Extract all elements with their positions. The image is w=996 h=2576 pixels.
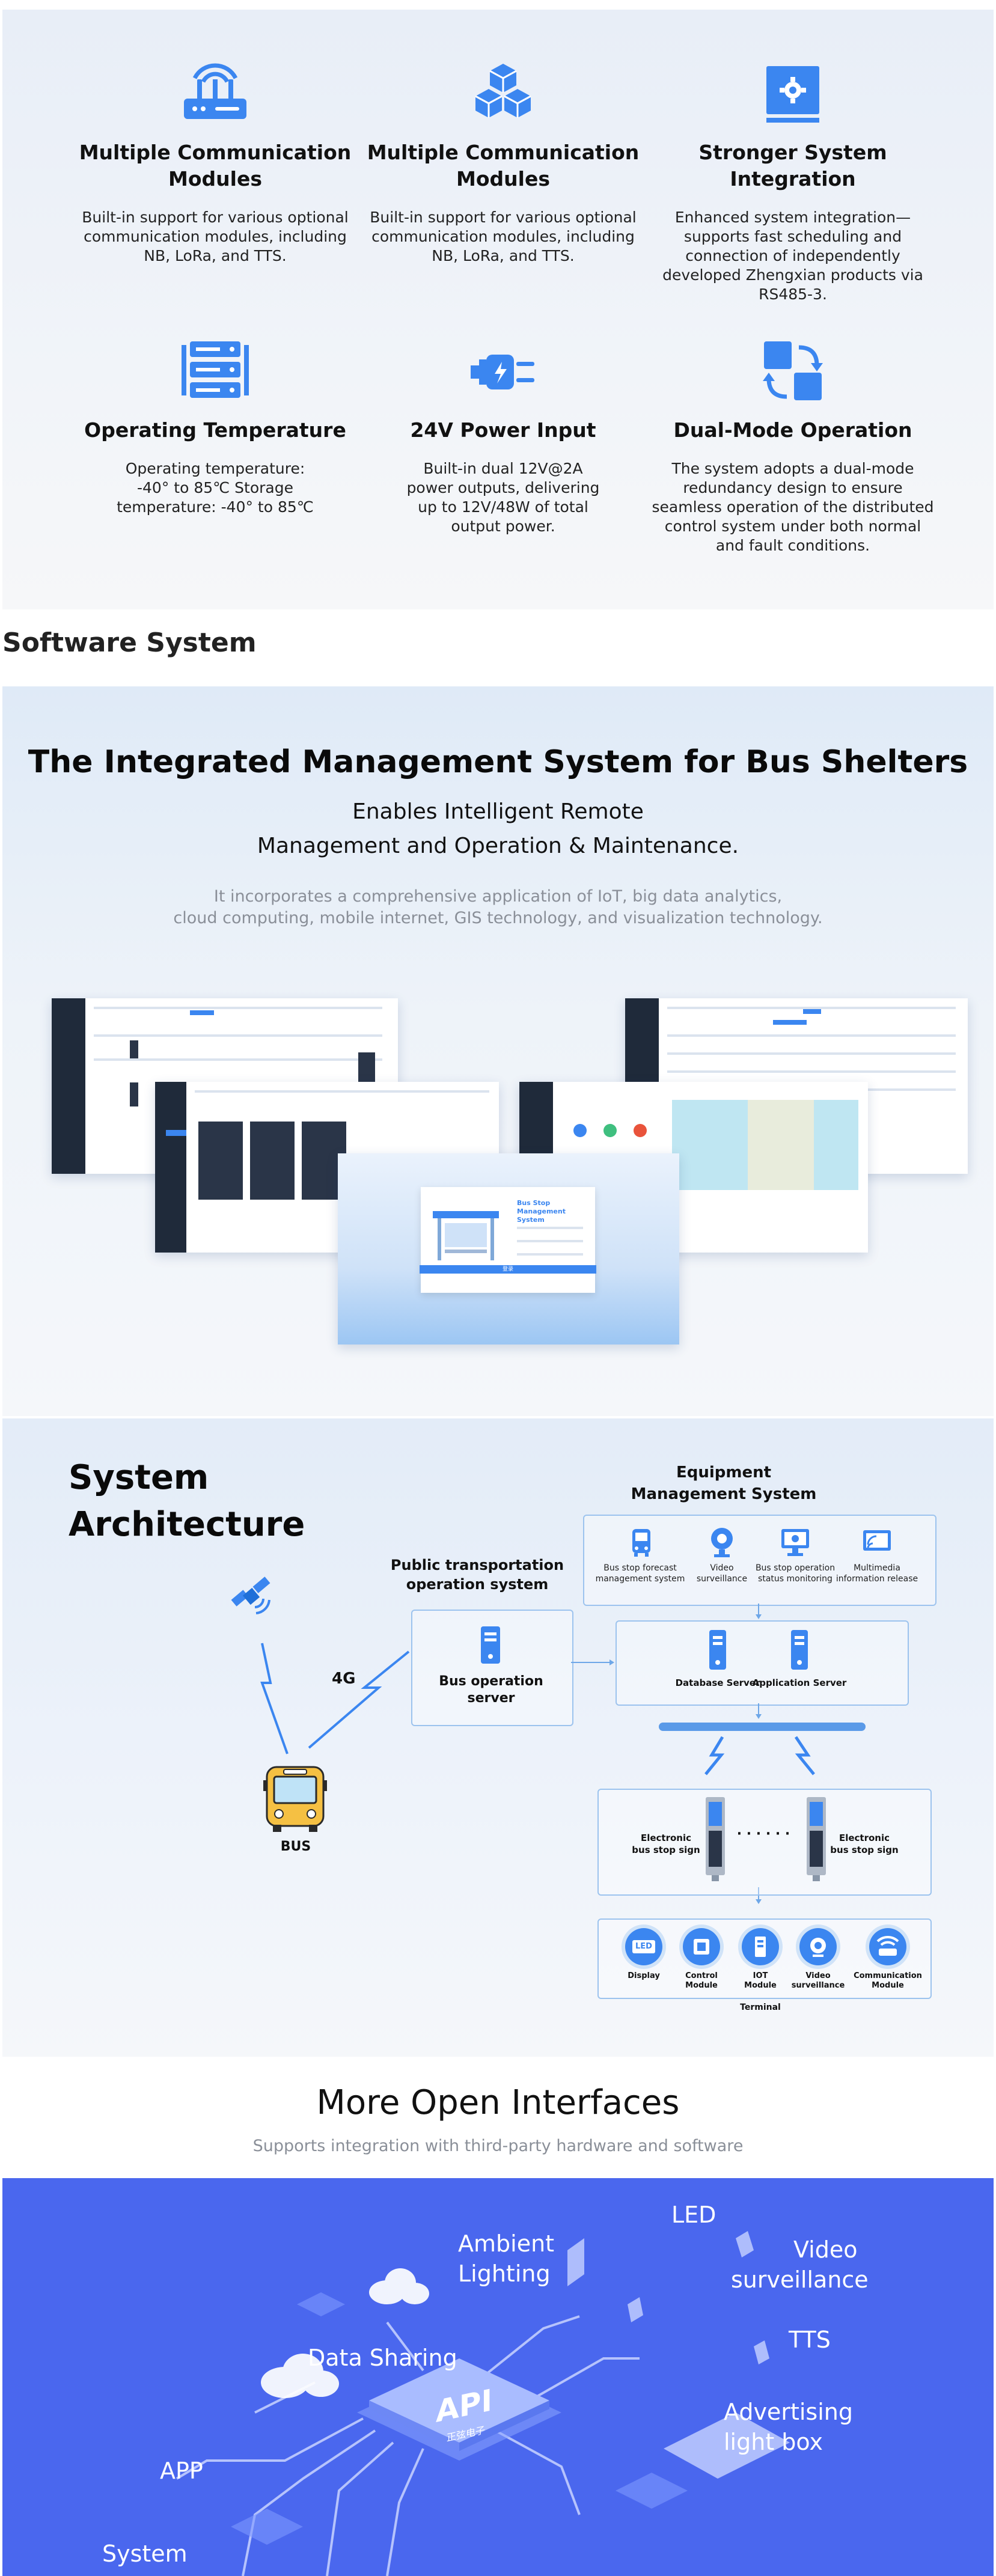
feature-description: Built-in support for various optional co…	[370, 209, 637, 264]
iot-module-icon	[742, 1928, 779, 1965]
screenshot-login-view: Bus Stop Management System 登录	[338, 1153, 679, 1344]
feature-card: Stronger System Integration Enhanced sys…	[652, 61, 934, 304]
interfaces-subtitle: Supports integration with third-party ha…	[252, 2137, 744, 2155]
description-line: It incorporates a comprehensive applicat…	[213, 887, 783, 906]
feature-description: Enhanced system integration—supports fas…	[662, 209, 923, 303]
feature-card: Operating Temperature Operating temperat…	[74, 339, 356, 517]
settings-window-icon	[757, 61, 829, 127]
switch-mode-icon	[757, 339, 829, 405]
server-group-box	[616, 1620, 909, 1706]
management-section: The Integrated Management System for Bus…	[2, 686, 994, 1416]
dots-separator: · · · · · ·	[736, 1827, 790, 1842]
feature-description: Built-in dual 12V@2A power outputs, deli…	[406, 460, 600, 535]
interface-label-app: APP	[160, 2458, 203, 2484]
bus-stop-sign-label: Electronic bus stop sign	[632, 1833, 700, 1855]
architecture-section: System Architecture Equipment Management…	[2, 1418, 994, 2057]
equipment-management-title: Equipment Management System	[631, 1463, 817, 1503]
control-module-icon	[683, 1928, 720, 1965]
feature-card: Multiple Communication Modules Built-in …	[74, 61, 356, 266]
interface-label-tts: TTS	[789, 2327, 831, 2353]
4g-label: 4G	[332, 1670, 356, 1688]
terminal-item-label: Display	[628, 1971, 660, 1980]
bus-stop-sign-box	[597, 1789, 932, 1896]
satellite-icon	[227, 1576, 281, 1630]
bus-icon	[614, 1524, 668, 1560]
login-button[interactable]: 登录	[420, 1265, 596, 1274]
architecture-title: System Architecture	[69, 1458, 305, 1544]
wifi-icon	[869, 1928, 906, 1965]
server-icon	[460, 1624, 521, 1666]
interfaces-title: More Open Interfaces	[316, 2083, 680, 2122]
interface-label-data-sharing: Data Sharing	[308, 2345, 457, 2371]
features-section: Multiple Communication Modules Built-in …	[2, 10, 994, 609]
subtitle-line: Management and Operation & Maintenance.	[257, 834, 739, 858]
feature-card: Dual-Mode Operation The system adopts a …	[652, 339, 934, 555]
subtitle-line: Enables Intelligent Remote	[352, 799, 644, 824]
interface-label-system: System	[102, 2541, 188, 2567]
server-rack-icon	[179, 339, 251, 405]
api-illustration	[176, 2231, 790, 2576]
bus-stop-sign-label: Electronic bus stop sign	[830, 1833, 899, 1855]
database-server-label: Database Server	[675, 1677, 760, 1688]
feature-title: Multiple Communication Modules	[79, 141, 352, 191]
camera-icon	[695, 1524, 749, 1560]
bus-server-label: Bus operation server	[439, 1674, 543, 1706]
login-title: Bus Stop Management System	[517, 1199, 566, 1224]
cubes-icon	[467, 61, 539, 127]
feature-description: The system adopts a dual-mode redundancy…	[652, 460, 934, 554]
bus-vehicle-icon	[262, 1762, 328, 1834]
feature-title: 24V Power Input	[410, 418, 596, 442]
feature-description: Operating temperature: -40° to 85℃ Stora…	[117, 460, 314, 516]
power-plug-icon	[467, 339, 539, 405]
public-transport-title: Public transportation operation system	[390, 1557, 564, 1593]
cast-icon	[850, 1524, 904, 1560]
monitor-status-icon	[768, 1524, 822, 1560]
map-land	[748, 1100, 814, 1190]
management-title: The Integrated Management System for Bus…	[28, 744, 968, 780]
feature-title: Multiple Communication Modules	[367, 141, 640, 191]
application-server-label: Application Server	[752, 1677, 847, 1688]
bus-stop-sign-device	[703, 1796, 727, 1881]
bus-shelter-icon	[433, 1211, 499, 1260]
router-icon	[179, 61, 251, 127]
equipment-management-box	[583, 1515, 936, 1606]
feature-title: Operating Temperature	[84, 418, 346, 442]
feature-title: Dual-Mode Operation	[673, 418, 912, 442]
camera-icon	[799, 1928, 837, 1965]
terminal-label: Terminal	[740, 2003, 781, 2012]
description-line: cloud computing, mobile internet, GIS te…	[173, 909, 823, 927]
feature-description: Built-in support for various optional co…	[82, 209, 349, 264]
feature-card: Multiple Communication Modules Built-in …	[362, 61, 644, 266]
feature-card: 24V Power Input Built-in dual 12V@2A pow…	[362, 339, 644, 536]
bus-stop-sign-device	[804, 1796, 828, 1881]
architecture-connectors	[260, 1604, 866, 1904]
database-server-icon	[694, 1626, 742, 1674]
interface-label-led: LED	[671, 2202, 716, 2228]
led-icon: LED	[625, 1928, 662, 1965]
bus-label: BUS	[280, 1839, 311, 1854]
feature-title: Stronger System Integration	[698, 141, 887, 191]
login-card: Bus Stop Management System	[421, 1187, 595, 1293]
application-server-icon	[775, 1626, 823, 1674]
management-subtitle: Enables Intelligent Remote Management an…	[2, 795, 994, 863]
section-heading: Software System	[2, 627, 257, 658]
management-description: It incorporates a comprehensive applicat…	[2, 886, 994, 929]
